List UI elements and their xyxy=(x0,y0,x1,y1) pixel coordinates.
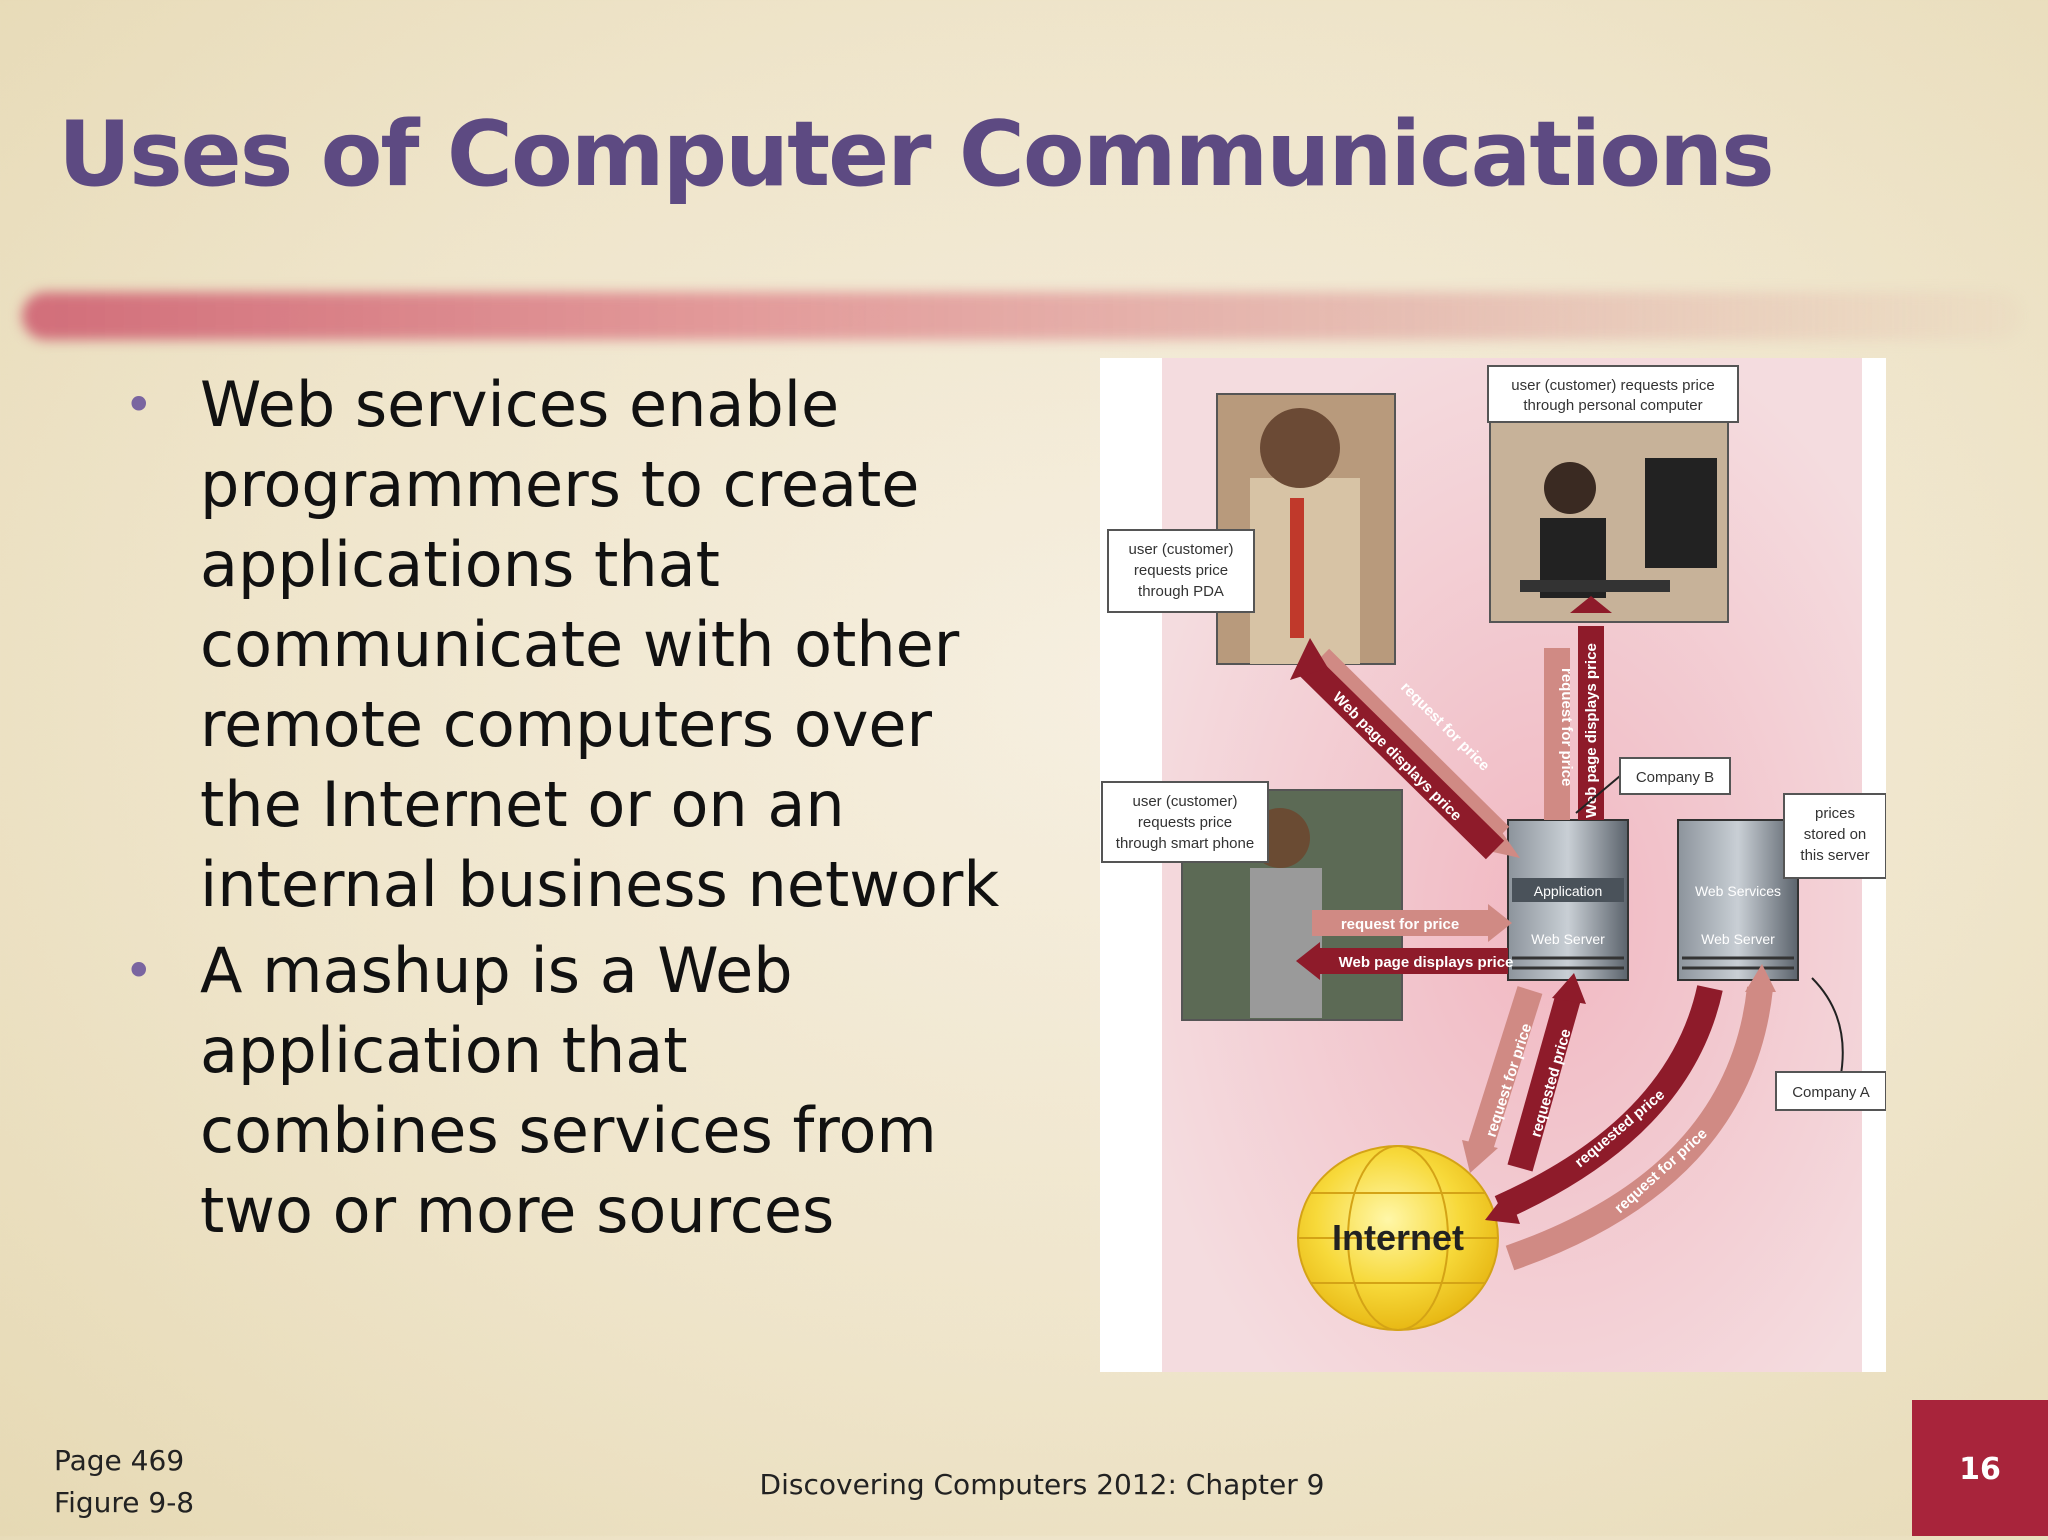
arrow-phone-displays-label: Web page displays price xyxy=(1339,954,1514,971)
phone-label-line: through smart phone xyxy=(1116,835,1254,852)
arrow-a-request xyxy=(1505,986,1773,1271)
phone-label-line: requests price xyxy=(1138,814,1232,831)
slide-title: Uses of Computer Communications xyxy=(58,102,1775,207)
pda-label-line: requests price xyxy=(1134,562,1228,579)
bullet-item: • Web services enable programmers to cre… xyxy=(120,365,1000,925)
arrow-b-request xyxy=(1467,986,1543,1152)
bullet-list: • Web services enable programmers to cre… xyxy=(120,365,1000,1257)
pc-user-label: user (customer) requests price through p… xyxy=(1487,365,1739,423)
company-b-server: Application Web Server xyxy=(1507,819,1629,981)
arrow-head-icon xyxy=(1745,964,1776,992)
arrow-phone-request-label: request for price xyxy=(1341,916,1459,933)
arrow-pc-request-label: request for price xyxy=(1558,668,1575,786)
pc-user-photo xyxy=(1489,421,1729,623)
arrow-a-requested xyxy=(1494,985,1723,1220)
internet-globe: Internet xyxy=(1297,1145,1499,1331)
arrow-head-icon xyxy=(1485,1190,1520,1224)
arrow-head-icon xyxy=(1570,596,1612,613)
prices-label-line: this server xyxy=(1800,847,1869,864)
title-divider xyxy=(22,292,2022,340)
company-a-text: Company A xyxy=(1792,1084,1870,1101)
internet-label: Internet xyxy=(1332,1217,1464,1258)
server-b-bottom-label: Web Server xyxy=(1531,931,1605,947)
arrow-pda-displays xyxy=(1295,653,1505,860)
server-a-bottom-label: Web Server xyxy=(1701,931,1775,947)
pc-label-line: user (customer) requests price xyxy=(1511,377,1714,394)
prices-label-line: prices xyxy=(1815,805,1855,822)
arrow-phone-request xyxy=(1312,910,1488,936)
arrow-pc-request xyxy=(1544,648,1570,820)
arrow-head-icon xyxy=(1488,904,1512,942)
company-b-pointer xyxy=(1575,775,1621,814)
company-a-pointer xyxy=(1811,977,1844,1081)
footer-title: Discovering Computers 2012: Chapter 9 xyxy=(759,1468,1325,1501)
bullet-text: Web services enable programmers to creat… xyxy=(200,368,1000,921)
pc-label-line: through personal computer xyxy=(1523,397,1702,414)
arrow-head-icon xyxy=(1462,1140,1498,1173)
arrow-phone-displays xyxy=(1320,948,1508,974)
phone-label-line: user (customer) xyxy=(1132,793,1237,810)
web-services-figure: Application Web Server Web Services Web … xyxy=(1100,358,1887,1372)
slide-number: 16 xyxy=(1912,1400,2048,1536)
arrow-pc-displays xyxy=(1578,626,1604,820)
pda-user-photo xyxy=(1216,393,1396,665)
arrow-head-icon xyxy=(1552,973,1586,1004)
footer-page: Page 469 xyxy=(54,1444,185,1477)
pda-label-line: user (customer) xyxy=(1128,541,1233,558)
bullet-text: A mashup is a Web application that combi… xyxy=(200,934,937,1247)
company-b-text: Company B xyxy=(1636,769,1714,786)
arrow-pc-displays-label: Web page displays price xyxy=(1583,643,1600,818)
server-a-top-label: Web Services xyxy=(1695,883,1781,899)
company-a-label: Company A xyxy=(1775,1071,1887,1111)
bullet-dot-icon: • xyxy=(124,376,154,434)
footer-reference: Page 469 Figure 9-8 xyxy=(54,1440,194,1524)
figure-diagram: Application Web Server Web Services Web … xyxy=(1101,358,1887,1372)
pda-label-line: through PDA xyxy=(1138,583,1224,600)
bullet-item: • A mashup is a Web application that com… xyxy=(120,931,1000,1251)
arrow-head-icon xyxy=(1290,638,1328,680)
company-a-server: Web Services Web Server xyxy=(1677,819,1799,981)
bullet-dot-icon: • xyxy=(124,942,154,1000)
prices-stored-label: prices stored on this server xyxy=(1783,793,1887,879)
server-b-top-label: Application xyxy=(1534,883,1603,899)
phone-user-label: user (customer) requests price through s… xyxy=(1101,781,1269,863)
arrow-pda-request xyxy=(1310,648,1510,846)
arrow-head-icon xyxy=(1296,942,1320,980)
prices-label-line: stored on xyxy=(1804,826,1867,843)
footer-figure: Figure 9-8 xyxy=(54,1486,195,1519)
company-b-label: Company B xyxy=(1619,757,1731,795)
pda-user-label: user (customer) requests price through P… xyxy=(1107,529,1255,613)
arrow-b-requested xyxy=(1507,994,1581,1172)
